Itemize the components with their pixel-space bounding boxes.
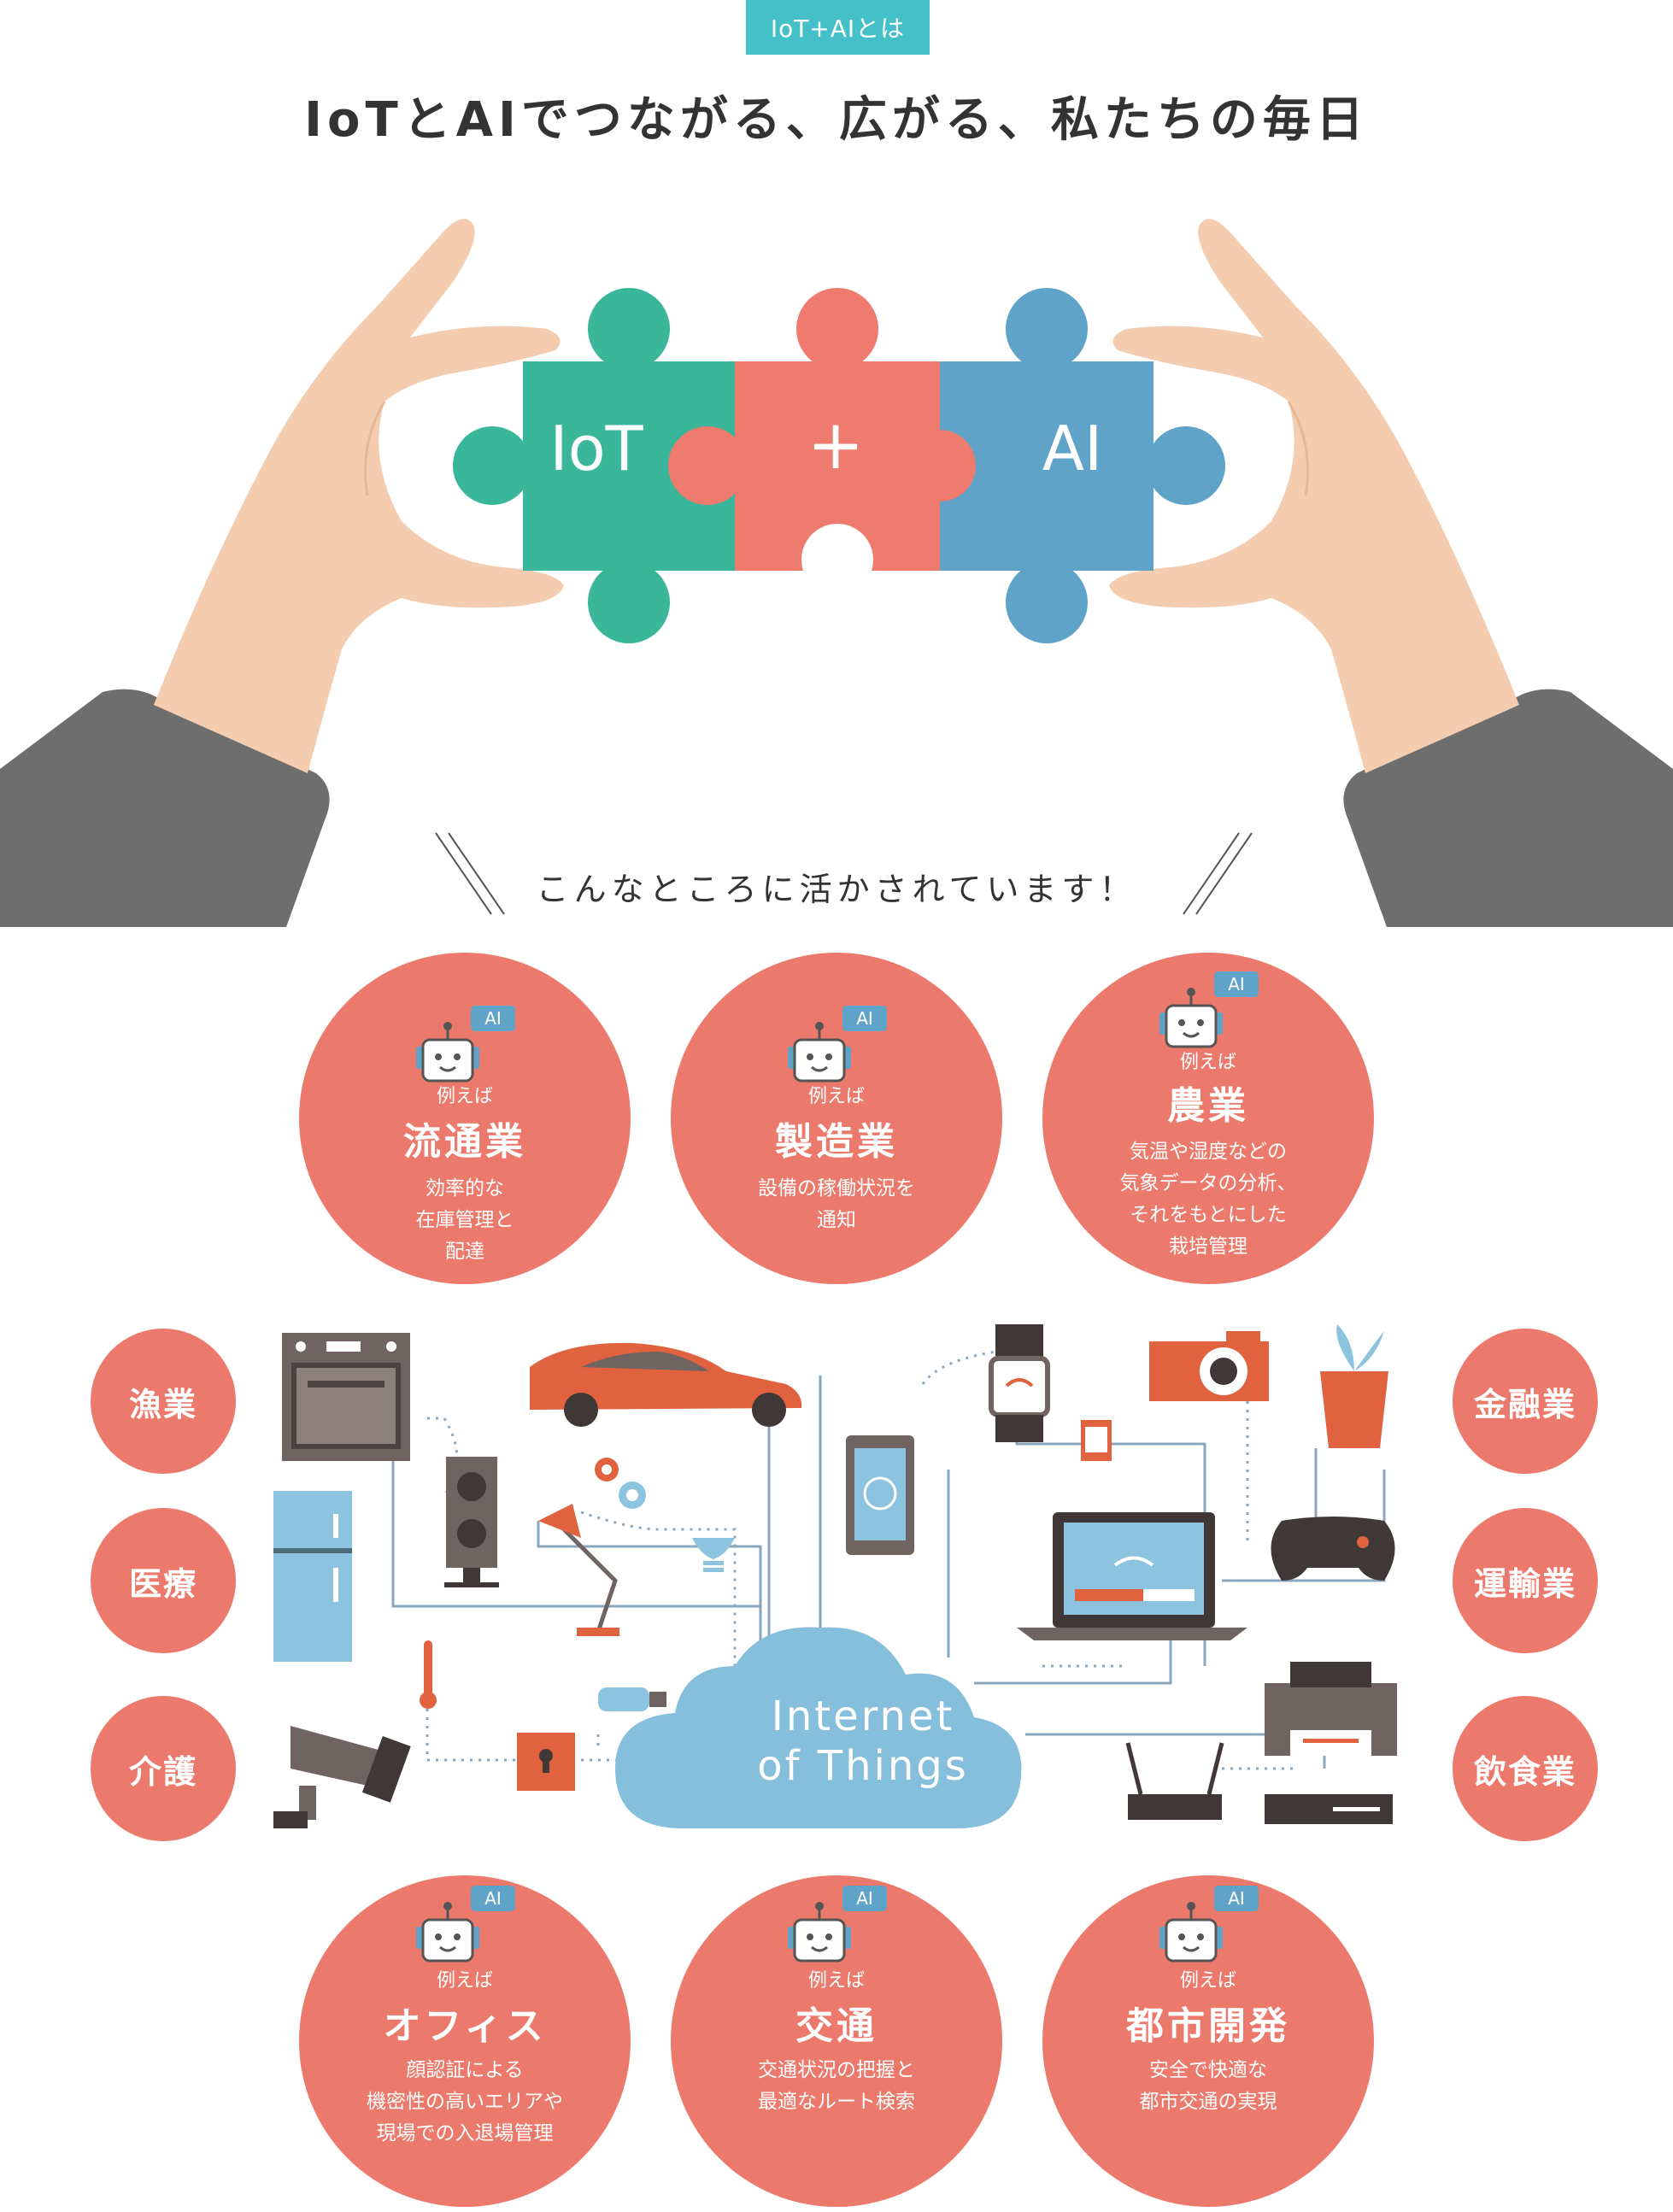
industry-name: オフィス (383, 2004, 547, 2048)
left-hand (154, 219, 564, 774)
page-title: IoTとAIでつながる、広がる、私たちの毎日 (304, 92, 1369, 148)
circle-agriculture: AI 例えば 農業 気温や湿度などの気象データの分析、それをもとにした栽培管理 (1042, 953, 1374, 1284)
svg-text:AI: AI (1228, 974, 1245, 995)
circle-fishery: 漁業 (91, 1329, 236, 1474)
camera-icon (1149, 1331, 1269, 1401)
oven-icon (282, 1333, 410, 1461)
circle-office: AI 例えば オフィス 顔認証による機密性の高いエリアや現場での入退場管理 (299, 1875, 631, 2207)
lock-icon (517, 1733, 575, 1791)
example-label: 例えば (1179, 1052, 1236, 1073)
right-hand (1109, 219, 1519, 774)
example-label: 例えば (1179, 1970, 1236, 1992)
robot-ai-icon: AI (1159, 971, 1259, 1048)
robot-ai-icon: AI (416, 1886, 515, 1963)
circle-medical: 医療 (91, 1508, 236, 1653)
gear-icon (619, 1482, 646, 1509)
gear-icon (595, 1458, 619, 1482)
puzzle-label-iot: IoT (549, 413, 643, 484)
laptop-icon (1017, 1512, 1247, 1640)
plant-icon (1320, 1324, 1388, 1448)
thermometer-icon (420, 1640, 437, 1709)
section-tag: IoT+AIとは (746, 0, 930, 55)
circle-urban-development: AI 例えば 都市開発 安全で快適な都市交通の実現 (1042, 1875, 1374, 2207)
cloud-icon (615, 1627, 1022, 1828)
desk-lamp-icon (538, 1504, 619, 1636)
industry-name: 交通 (795, 2004, 878, 2048)
car-icon (530, 1342, 802, 1427)
robot-ai-icon: AI (788, 1886, 887, 1963)
right-sleeve (1343, 689, 1673, 927)
industry-description: 設備の稼働状況を通知 (758, 1177, 915, 1231)
industry-name: 農業 (1167, 1084, 1249, 1128)
industry-description: 効率的な在庫管理と配達 (415, 1177, 514, 1263)
circle-nursing-care: 介護 (91, 1696, 236, 1841)
speaker-icon (444, 1457, 499, 1587)
left-sleeve (0, 689, 330, 927)
example-label: 例えば (436, 1970, 493, 1992)
svg-text:AI: AI (856, 1008, 873, 1029)
puzzle-label-ai: AI (1042, 413, 1103, 484)
svg-text:AI: AI (484, 1008, 502, 1029)
circle-manufacturing: AI 例えば 製造業 設備の稼働状況を通知 (671, 953, 1002, 1284)
puzzle-piece-ai (904, 288, 1225, 643)
industry-description: 顔認証による機密性の高いエリアや現場での入退場管理 (367, 2059, 563, 2145)
iot-network-illustration (273, 1324, 1397, 1828)
refrigerator-icon (273, 1491, 352, 1662)
puzzle-label-plus: + (807, 405, 864, 484)
subtitle: こんなところに活かされています！ (536, 871, 1137, 908)
hands-puzzle-illustration: IoT + AI (0, 219, 1673, 927)
circle-distribution: AI 例えば 流通業 効率的な在庫管理と配達 (299, 953, 631, 1284)
industry-name: 都市開発 (1126, 2004, 1290, 2048)
cloud-label: Internet of Things (757, 1693, 969, 1790)
sd-card-icon (1081, 1420, 1112, 1461)
circle-finance: 金融業 (1453, 1329, 1598, 1474)
example-label: 例えば (807, 1970, 865, 1992)
printer-icon (1265, 1662, 1397, 1756)
smartwatch-icon (989, 1324, 1050, 1442)
example-label: 例えば (436, 1086, 493, 1107)
security-camera-icon (273, 1726, 411, 1828)
svg-text:AI: AI (484, 1888, 502, 1909)
subtitle-decoration-right (1183, 832, 1253, 915)
industry-description: 安全で快適な都市交通の実現 (1139, 2059, 1277, 2113)
gamepad-icon (1271, 1517, 1395, 1581)
usb-icon (598, 1687, 666, 1711)
smartphone-icon (846, 1435, 914, 1555)
robot-ai-icon: AI (788, 1006, 887, 1083)
router-icon (1125, 1742, 1224, 1820)
industry-description: 気温や湿度などの気象データの分析、それをもとにした栽培管理 (1119, 1141, 1297, 1258)
example-label: 例えば (807, 1086, 865, 1107)
industry-name: 製造業 (775, 1120, 898, 1164)
circle-transport: 運輸業 (1453, 1508, 1598, 1653)
industry-name: 流通業 (403, 1120, 526, 1164)
circle-traffic: AI 例えば 交通 交通状況の把握と最適なルート検索 (671, 1875, 1002, 2207)
set-top-box-icon (1265, 1794, 1393, 1824)
puzzle-piece-iot (453, 288, 735, 643)
svg-text:AI: AI (1228, 1888, 1245, 1909)
circle-restaurant: 飲食業 (1453, 1696, 1598, 1841)
lightbulb-icon (692, 1538, 735, 1572)
robot-ai-icon: AI (1159, 1886, 1259, 1963)
industry-description: 交通状況の把握と最適なルート検索 (758, 2059, 915, 2113)
robot-ai-icon: AI (416, 1006, 515, 1083)
subtitle-decoration-left (435, 832, 505, 915)
svg-text:AI: AI (856, 1888, 873, 1909)
